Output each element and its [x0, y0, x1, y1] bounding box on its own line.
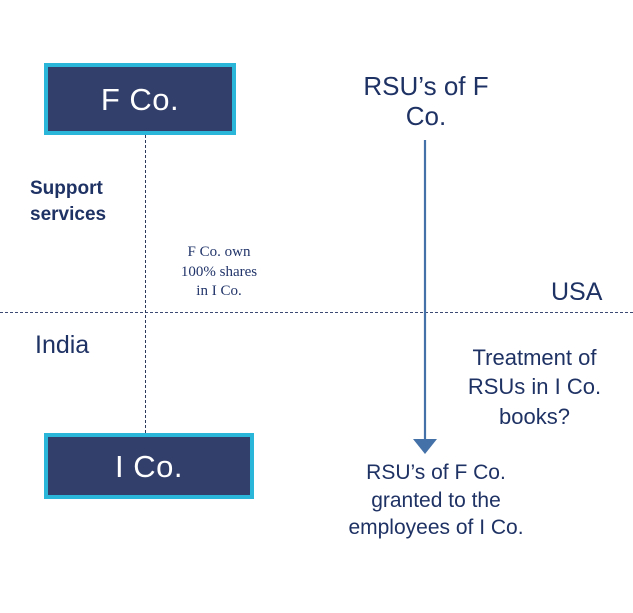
entity-box-f-co[interactable]: F Co.	[44, 63, 236, 135]
entity-box-i-co-label: I Co.	[115, 448, 183, 484]
grant-note-label: RSU’s of F Co. granted to the employees …	[348, 461, 524, 540]
country-divider-line	[0, 312, 633, 313]
entity-box-i-co[interactable]: I Co.	[44, 433, 254, 499]
grant-arrow-icon	[413, 140, 437, 454]
region-label-india: India	[35, 331, 90, 359]
treatment-question-label: Treatment of RSUs in I Co. books?	[467, 345, 602, 429]
region-label-usa: USA	[551, 278, 603, 306]
ownership-connector-line	[145, 135, 146, 433]
rsu-title-label: RSU’s of F Co.	[363, 71, 489, 131]
entity-box-f-co-label: F Co.	[100, 81, 180, 117]
support-services-label: Support services	[30, 178, 107, 225]
ownership-note-label: F Co. own 100% shares in I Co.	[180, 244, 258, 299]
